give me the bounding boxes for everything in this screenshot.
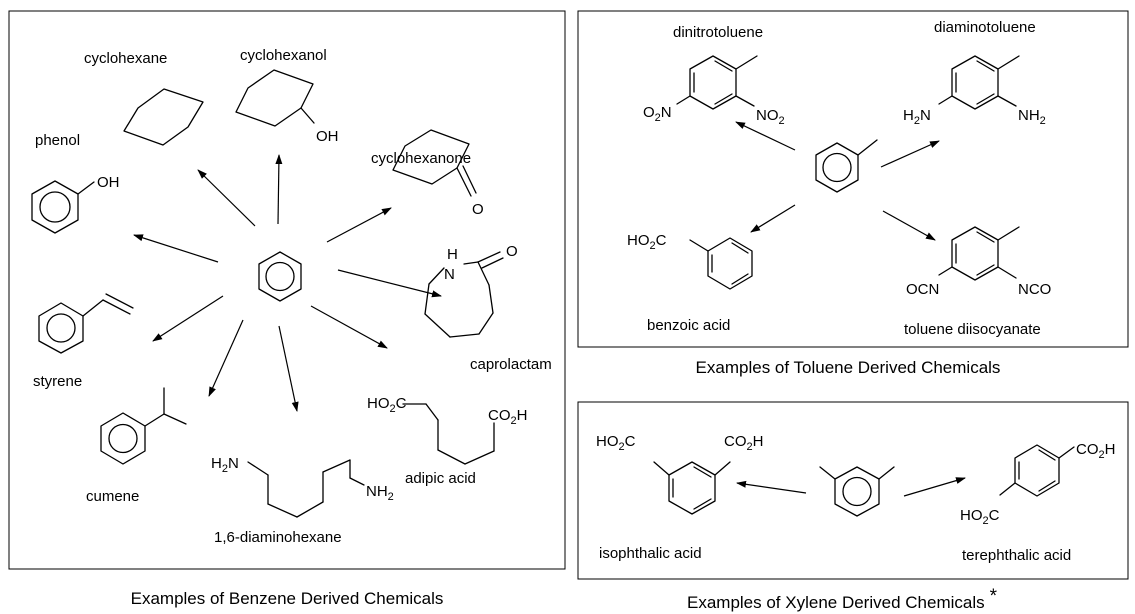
- cyclohexane-structure: [123, 88, 204, 146]
- arrow-to-phenol: [133, 234, 219, 263]
- terephthalic-ho2c: HO2C: [960, 507, 1000, 527]
- terephthalic-structure: [999, 444, 1075, 497]
- dinitrotoluene-no2: NO2: [756, 107, 785, 127]
- caprolactam-h: H: [447, 246, 458, 263]
- cumene-structure: [100, 387, 187, 465]
- xylene-arrows: [736, 477, 966, 497]
- arrow-to-styrene: [152, 295, 224, 342]
- cyclohexane-label: cyclohexane: [84, 50, 167, 67]
- xylene-panel-frame: [577, 401, 1129, 580]
- diaminohexane-label: 1,6-diaminohexane: [214, 529, 342, 546]
- arrow-to-benzoic: [750, 204, 796, 233]
- tdi-structure: [938, 226, 1020, 281]
- xylene-center: [819, 466, 895, 517]
- arrow-to-diaminotoluene: [880, 140, 940, 168]
- diaminotoluene-h2n: H2N: [903, 107, 931, 127]
- dinitrotoluene-o2n: O2N: [643, 104, 672, 124]
- diaminohexane-nh2: NH2: [366, 483, 394, 503]
- isophthalic-ho2c: HO2C: [596, 433, 636, 453]
- phenol-structure: [31, 180, 95, 234]
- adipic-ho2c: HO2C: [367, 395, 407, 415]
- cumene-label: cumene: [86, 488, 139, 505]
- diaminotoluene-label: diaminotoluene: [934, 19, 1036, 36]
- cyclohexanone-structure: [392, 129, 477, 197]
- arrow-to-tdi: [882, 210, 936, 241]
- toluene-caption: Examples of Toluene Derived Chemicals: [696, 358, 1001, 377]
- cyclohexanone-o: O: [472, 201, 484, 218]
- benzene-center: [258, 251, 302, 302]
- arrow-to-isophthalic: [736, 480, 807, 494]
- adipic-co2h: CO2H: [488, 407, 527, 427]
- tdi-ocn: OCN: [906, 281, 939, 298]
- terephthalic-label: terephthalic acid: [962, 547, 1071, 564]
- styrene-label: styrene: [33, 373, 82, 390]
- adipic-structure: [402, 403, 495, 465]
- caprolactam-structure: [424, 251, 504, 338]
- tdi-label: toluene diisocyanate: [904, 321, 1041, 338]
- caprolactam-label: caprolactam: [470, 356, 552, 373]
- styrene-structure: [38, 293, 134, 354]
- xylene-caption: Examples of Xylene Derived Chemicals*: [687, 586, 998, 612]
- toluene-panel-frame: [577, 10, 1129, 348]
- arrow-to-diaminohexane: [278, 325, 299, 412]
- isophthalic-label: isophthalic acid: [599, 545, 702, 562]
- arrow-to-cyclohexane: [197, 169, 256, 227]
- dinitrotoluene-label: dinitrotoluene: [673, 24, 763, 41]
- tdi-nco: NCO: [1018, 281, 1051, 298]
- cyclohexanol-oh: OH: [316, 128, 339, 145]
- arrow-to-dinitrotoluene: [735, 121, 796, 151]
- arrow-to-cumene: [208, 319, 244, 397]
- diaminohexane-h2n: H2N: [211, 455, 239, 475]
- benzoic-ho2c: HO2C: [627, 232, 667, 252]
- arrow-to-cyclohexanol: [275, 154, 283, 225]
- arrow-to-caprolactam: [337, 269, 442, 298]
- benzene-arrows: [133, 154, 442, 412]
- diaminohexane-structure: [247, 459, 365, 518]
- diaminotoluene-nh2: NH2: [1018, 107, 1046, 127]
- diaminotoluene-structure: [938, 55, 1020, 110]
- benzoic-structure: [689, 237, 753, 290]
- isophthalic-co2h: CO2H: [724, 433, 763, 453]
- terephthalic-co2h: CO2H: [1076, 441, 1115, 461]
- cyclohexanol-label: cyclohexanol: [240, 47, 327, 64]
- phenol-oh: OH: [97, 174, 120, 191]
- cyclohexanol-structure: [235, 69, 315, 127]
- phenol-label: phenol: [35, 132, 80, 149]
- arrow-to-cyclohexanone: [326, 207, 392, 243]
- adipic-label: adipic acid: [405, 470, 476, 487]
- toluene-arrows: [735, 121, 940, 241]
- dinitrotoluene-structure: [676, 55, 758, 110]
- isophthalic-structure: [653, 461, 731, 515]
- arrow-to-adipic: [310, 305, 388, 349]
- caprolactam-o: O: [506, 243, 518, 260]
- arrow-to-terephthalic: [903, 477, 966, 497]
- toluene-center: [815, 139, 878, 193]
- benzene-caption: Examples of Benzene Derived Chemicals: [131, 589, 444, 608]
- benzoic-label: benzoic acid: [647, 317, 730, 334]
- cyclohexanone-label: cyclohexanone: [371, 150, 471, 167]
- benzene-panel-frame: [8, 10, 566, 570]
- caprolactam-n: N: [444, 266, 455, 283]
